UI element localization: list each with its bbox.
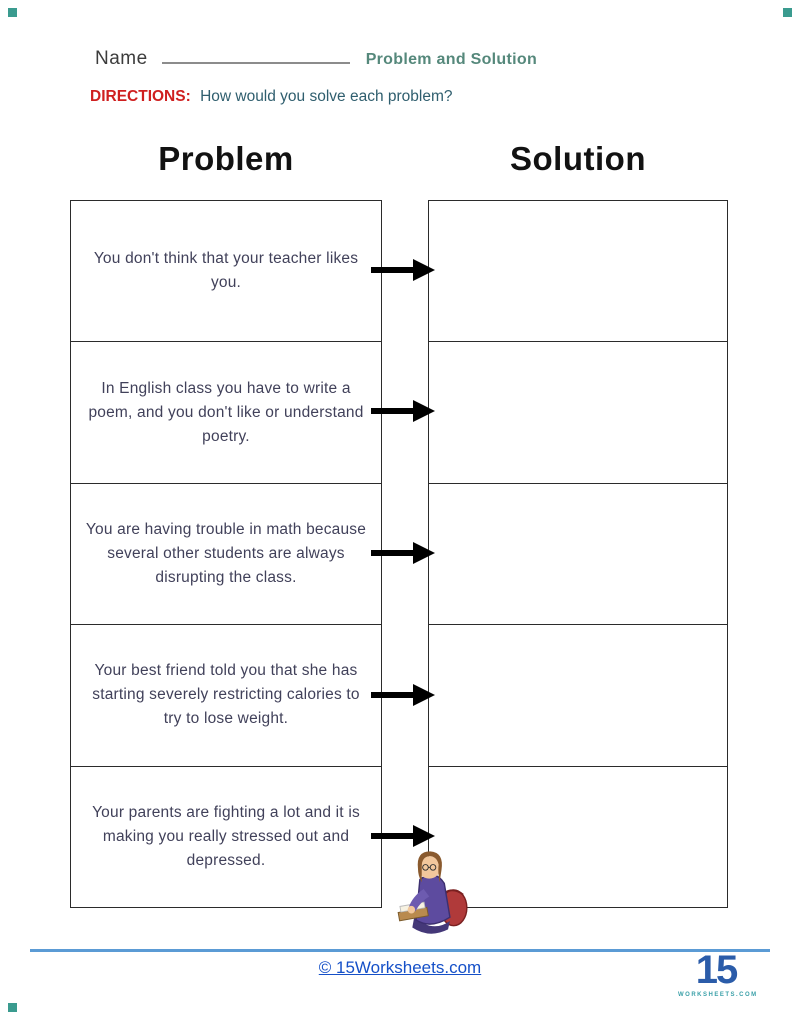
problem-text: You don't think that your teacher likes … [93, 250, 359, 292]
solution-answer-box[interactable] [429, 484, 727, 626]
copyright-link[interactable]: © 15Worksheets.com [318, 958, 482, 977]
logo-number: 15 [695, 948, 739, 992]
arrow-icon [371, 259, 435, 281]
problem-text: Your best friend told you that she has s… [92, 662, 360, 728]
problem-cell: You are having trouble in math because s… [71, 484, 381, 626]
worksheets-logo: 15 WORKSHEETS.COM [678, 948, 758, 998]
name-label: Name [95, 48, 148, 69]
girl-reading-illustration [386, 842, 480, 942]
corner-mark [8, 1003, 17, 1012]
directions-label: DIRECTIONS: [90, 88, 191, 105]
directions: DIRECTIONS: How would you solve each pro… [90, 88, 453, 106]
solution-column [428, 200, 728, 908]
problem-text: Your parents are fighting a lot and it i… [92, 803, 360, 869]
problem-text: You are having trouble in math because s… [85, 520, 367, 587]
arrow-icon [371, 542, 435, 564]
solution-column-header: Solution [510, 140, 646, 177]
arrow-icon [371, 825, 435, 847]
name-row: Name Problem and Solution [95, 46, 537, 70]
footer-divider [30, 949, 770, 952]
solution-answer-box[interactable] [429, 625, 727, 767]
problem-cell: Your parents are fighting a lot and it i… [71, 767, 381, 907]
problem-column: You don't think that your teacher likes … [70, 200, 382, 908]
footer: © 15Worksheets.com [0, 958, 800, 978]
problem-cell: You don't think that your teacher likes … [71, 201, 381, 343]
problem-column-header: Problem [158, 140, 294, 177]
name-blank-line[interactable] [161, 46, 350, 64]
solution-answer-box[interactable] [429, 201, 727, 343]
problem-cell: Your best friend told you that she has s… [71, 625, 381, 767]
solution-answer-box[interactable] [429, 342, 727, 484]
problem-text: In English class you have to write a poe… [88, 379, 364, 445]
arrow-icon [371, 400, 435, 422]
directions-text: How would you solve each problem? [200, 88, 453, 105]
corner-mark [783, 8, 792, 17]
worksheet-title: Problem and Solution [365, 51, 538, 68]
corner-mark [8, 8, 17, 17]
problem-cell: In English class you have to write a poe… [71, 342, 381, 484]
arrow-icon [371, 684, 435, 706]
logo-text: WORKSHEETS.COM [678, 992, 758, 998]
